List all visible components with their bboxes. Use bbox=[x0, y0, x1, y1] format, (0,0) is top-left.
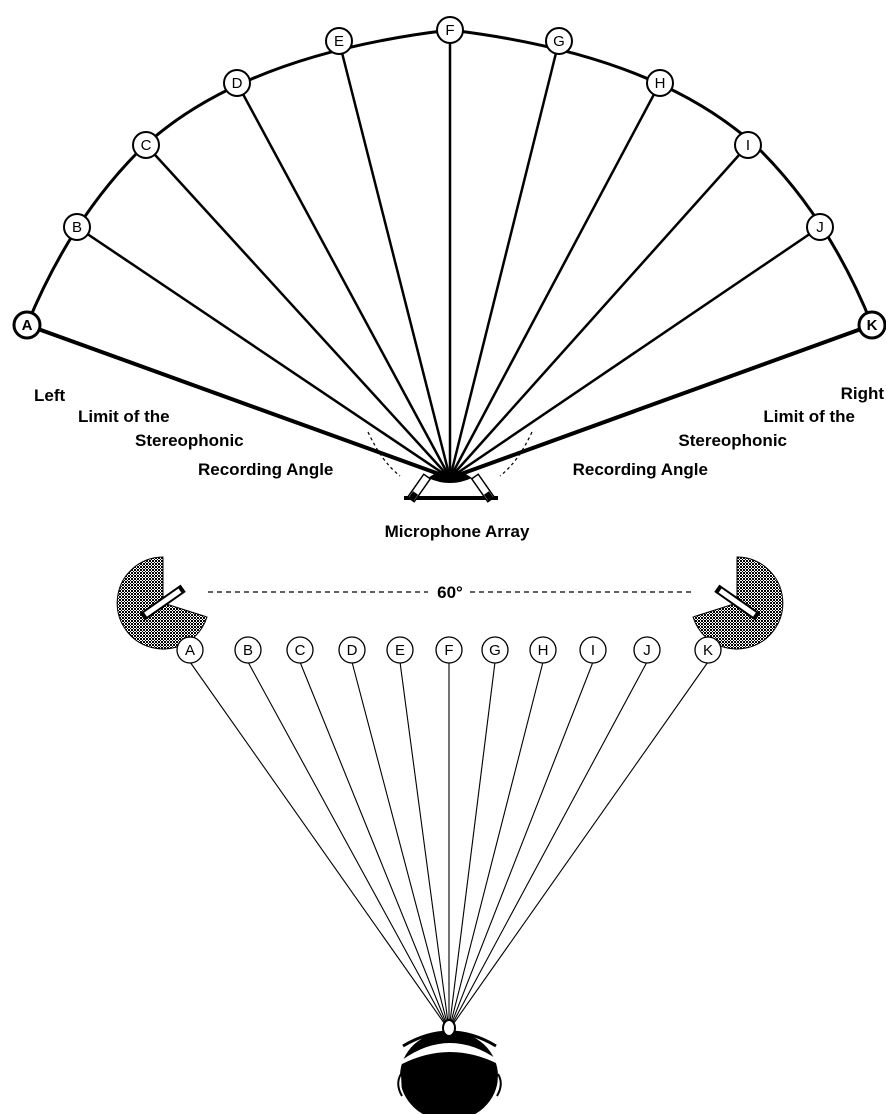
listener-ray-h bbox=[448, 661, 544, 1031]
listener-ray-k bbox=[448, 661, 709, 1031]
image-node-d: D bbox=[338, 636, 366, 664]
rays-convergence-point bbox=[428, 470, 472, 483]
source-node-label: H bbox=[655, 75, 666, 92]
image-node-label: F bbox=[444, 642, 453, 659]
image-node-label: K bbox=[703, 642, 713, 659]
listener-head-icon bbox=[397, 1019, 502, 1114]
microphone-array-label: Microphone Array bbox=[385, 522, 530, 541]
recording-ray-h bbox=[448, 82, 662, 479]
recording-rays bbox=[26, 30, 873, 480]
source-node-i: I bbox=[734, 131, 762, 159]
left-limit-label-line3: Stereophonic bbox=[135, 431, 244, 450]
source-node-label: I bbox=[746, 137, 750, 154]
recording-ray-e bbox=[337, 40, 452, 479]
left-limit-label-line4: Recording Angle bbox=[198, 460, 333, 479]
right-limit-label-line4: Recording Angle bbox=[573, 460, 708, 479]
listener-ray-g bbox=[448, 661, 496, 1031]
recording-ray-a bbox=[26, 323, 451, 480]
source-node-label: K bbox=[867, 317, 878, 334]
source-node-j: J bbox=[806, 213, 834, 241]
recording-ray-b bbox=[76, 225, 451, 480]
image-node-a: A bbox=[176, 636, 204, 664]
listener-ray-e bbox=[399, 661, 450, 1031]
recording-ray-g bbox=[448, 40, 561, 479]
image-node-f: F bbox=[435, 636, 463, 664]
source-node-label: C bbox=[141, 137, 152, 154]
source-node-label: J bbox=[816, 219, 824, 236]
recording-ray-j bbox=[449, 225, 821, 480]
left-limit-label-line1: Left bbox=[34, 386, 66, 405]
image-node-label: D bbox=[347, 642, 358, 659]
image-node-b: B bbox=[234, 636, 262, 664]
listener-ray-j bbox=[448, 661, 648, 1031]
source-node-label: A bbox=[22, 317, 33, 334]
image-node-j: J bbox=[633, 636, 661, 664]
listener-ray-c bbox=[299, 661, 450, 1031]
right-speaker-icon bbox=[690, 556, 784, 650]
source-node-g: G bbox=[545, 27, 573, 55]
image-node-label: J bbox=[643, 642, 651, 659]
source-node-label: E bbox=[334, 33, 344, 50]
image-node-label: H bbox=[538, 642, 549, 659]
source-node-f: F bbox=[436, 16, 464, 44]
image-node-c: C bbox=[286, 636, 314, 664]
image-node-k: K bbox=[694, 636, 722, 664]
microphone-array-icon bbox=[404, 473, 498, 503]
left-speaker-icon bbox=[116, 556, 210, 650]
right-limit-label-line3: Stereophonic bbox=[678, 431, 787, 450]
image-node-label: G bbox=[489, 642, 501, 659]
image-node-g: G bbox=[481, 636, 509, 664]
recording-ray-d bbox=[235, 82, 452, 479]
source-node-h: H bbox=[646, 69, 674, 97]
listener-ray-i bbox=[448, 661, 594, 1031]
image-node-label: A bbox=[185, 642, 195, 659]
source-node-b: B bbox=[63, 213, 91, 241]
recording-ray-i bbox=[449, 144, 749, 479]
left-angle-arc bbox=[367, 431, 401, 477]
listener-rays bbox=[189, 661, 709, 1031]
source-node-label: G bbox=[553, 33, 565, 50]
image-node-label: E bbox=[395, 642, 405, 659]
right-limit-label-line2: Limit of the bbox=[763, 407, 855, 426]
source-node-e: E bbox=[325, 27, 353, 55]
image-node-label: I bbox=[591, 642, 595, 659]
image-node-label: B bbox=[243, 642, 253, 659]
image-node-h: H bbox=[529, 636, 557, 664]
speaker-angle-label: 60° bbox=[437, 583, 463, 602]
source-node-d: D bbox=[223, 69, 251, 97]
left-limit-label-line2: Limit of the bbox=[78, 407, 170, 426]
recording-ray-c bbox=[145, 144, 451, 479]
source-node-label: D bbox=[232, 75, 243, 92]
listener-ray-a bbox=[189, 661, 450, 1031]
right-limit-label-line1: Right bbox=[841, 384, 885, 403]
image-node-e: E bbox=[386, 636, 414, 664]
source-node-label: B bbox=[72, 219, 82, 236]
image-position-nodes: A B C D E F G H I J K bbox=[176, 636, 722, 664]
image-node-i: I bbox=[579, 636, 607, 664]
listener-ray-d bbox=[351, 661, 450, 1031]
right-angle-arc bbox=[499, 431, 533, 477]
image-node-label: C bbox=[295, 642, 306, 659]
recording-ray-k bbox=[449, 323, 873, 480]
source-position-nodes: A B C D E F G H I J K bbox=[12, 16, 886, 340]
source-node-a: A bbox=[12, 310, 42, 340]
source-node-k: K bbox=[857, 310, 886, 340]
source-node-c: C bbox=[132, 131, 160, 159]
source-node-label: F bbox=[445, 22, 454, 39]
listener-ray-b bbox=[247, 661, 450, 1031]
